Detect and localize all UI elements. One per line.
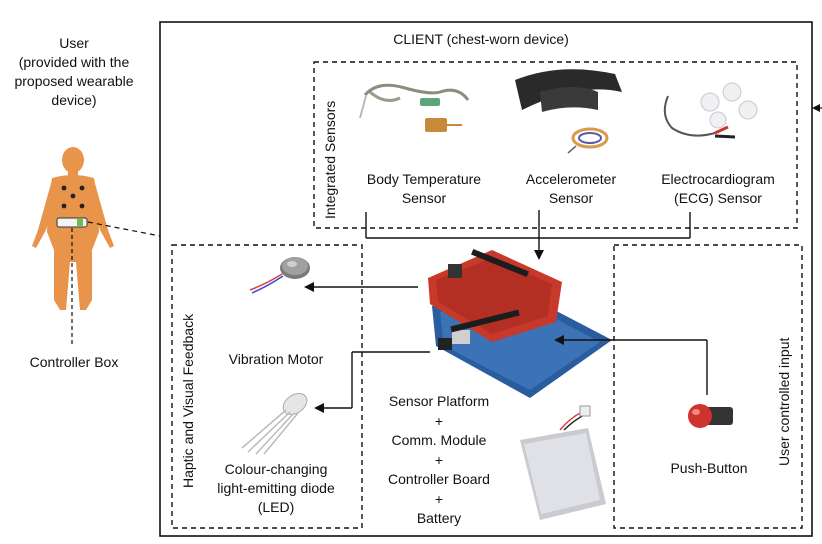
sensor-dot [79, 185, 85, 191]
accelerometer-sensor-image [515, 69, 622, 154]
label-line: + [434, 451, 444, 468]
led-image [241, 393, 308, 455]
integrated-sensors-title: Integrated Sensors [322, 100, 338, 219]
user-neck [68, 170, 78, 178]
user-torso [47, 175, 99, 310]
push-button-label: Push-Button [670, 460, 748, 476]
label-line: Electrocardiogram [661, 171, 775, 187]
sensor-platform-image [428, 248, 612, 398]
body-temperature-sensor-image [359, 83, 470, 132]
label-line: + [434, 412, 444, 429]
sensor-dot [61, 185, 67, 191]
user-label: User (provided with the proposed wearabl… [0, 34, 148, 110]
vibration-motor-image [249, 257, 310, 294]
user-head [62, 147, 84, 173]
user-left-arm [32, 180, 55, 248]
user-figure [32, 147, 114, 310]
sensor-platform-label: Sensor Platform + Comm. Module + Control… [364, 392, 514, 529]
battery-image [520, 405, 606, 520]
ecg-sensor-image [663, 82, 758, 139]
user-input-box [613, 244, 803, 529]
vibration-motor-label: Vibration Motor [228, 351, 324, 367]
integrated-sensors-box [313, 61, 798, 229]
led-label: Colour-changing light-emitting diode (LE… [196, 460, 356, 517]
label-line: Controller Board [388, 471, 490, 487]
label-line: Sensor [548, 190, 594, 206]
controller-box-label: Controller Box [29, 354, 119, 370]
client-box [159, 21, 813, 537]
user-label-line: User [59, 35, 89, 51]
label-line: Sensor [401, 190, 447, 206]
client-title: CLIENT (chest-worn device) [393, 31, 569, 47]
ecg-sensor-label: Electrocardiogram (ECG) Sensor [640, 170, 796, 208]
user-label-line: (provided with the [18, 54, 130, 70]
user-label-line: device) [51, 92, 97, 108]
body-temperature-sensor-label: Body Temperature Sensor [344, 170, 504, 208]
label-line: (ECG) Sensor [674, 190, 762, 206]
user-input-title: User controlled input [776, 337, 792, 466]
feedback-box [171, 244, 363, 529]
incoming-arrow-head [812, 104, 820, 112]
user-label-line: proposed wearable [14, 73, 134, 89]
label-line: Body Temperature [366, 171, 482, 187]
push-button-image [688, 404, 733, 428]
label-line: + [434, 490, 444, 507]
label-line: light-emitting diode [217, 480, 335, 496]
label-line: Colour-changing [224, 461, 328, 477]
label-line: Sensor Platform [388, 393, 490, 409]
controller-box-led [77, 219, 83, 226]
label-line: Battery [416, 510, 462, 526]
label-line: (LED) [257, 499, 295, 515]
accelerometer-sensor-label: Accelerometer Sensor [506, 170, 636, 208]
feedback-title: Haptic and Visual Feedback [180, 313, 196, 488]
controller-to-client-line [87, 221, 161, 237]
sensor-dot [70, 193, 76, 199]
user-right-arm [91, 180, 114, 248]
sensor-dot [61, 203, 67, 209]
label-line: Comm. Module [391, 432, 487, 448]
label-line: Accelerometer [525, 171, 617, 187]
sensor-dot [79, 203, 85, 209]
